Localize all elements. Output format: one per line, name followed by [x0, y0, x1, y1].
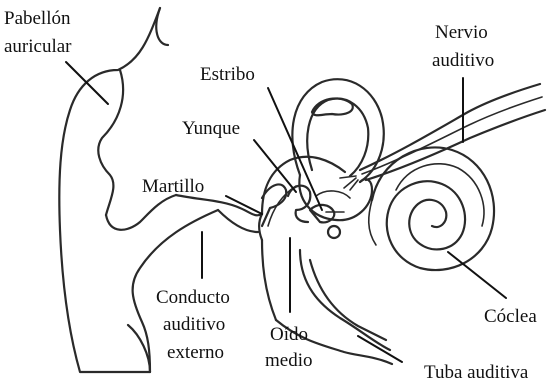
- label-nervio-line2: auditivo: [432, 50, 494, 71]
- label-pabellon-line1: Pabellón: [4, 8, 71, 29]
- label-tuba: Tuba auditiva: [424, 362, 529, 383]
- tympanic-cavity-lower: [262, 240, 276, 320]
- cochlea-base: [369, 200, 376, 245]
- nerve-branch-1: [340, 176, 356, 178]
- tympanic-inner-wall: [268, 186, 296, 226]
- cochlea-spiral: [372, 147, 494, 270]
- label-martillo: Martillo: [142, 176, 204, 197]
- cochlea-drawing: [369, 147, 494, 270]
- helix-inner: [98, 70, 123, 215]
- leader-coclea: [448, 252, 506, 298]
- nerve-lower: [366, 110, 545, 180]
- leader-tuba: [358, 336, 402, 362]
- label-nervio-line1: Nervio: [435, 22, 488, 43]
- pinna-outer-rim: [156, 8, 168, 45]
- auditory-nerve-drawing: [340, 84, 545, 190]
- label-conducto-line3: externo: [167, 342, 224, 363]
- label-pabellon-line2: auricular: [4, 36, 72, 57]
- label-conducto-line2: auditivo: [163, 314, 225, 335]
- label-oido-line2: medio: [265, 350, 313, 371]
- nerve-upper: [360, 84, 540, 170]
- semicircular-canals-drawing: [292, 79, 383, 220]
- nerve-branch-2: [344, 178, 356, 188]
- nerve-fibres: [362, 97, 542, 174]
- ear-canal-drawing: [176, 195, 262, 232]
- oval-window: [328, 226, 340, 238]
- middle-ear-drawing: [259, 157, 345, 320]
- label-coclea: Cóclea: [484, 306, 537, 327]
- leader-pabellon: [66, 62, 108, 104]
- label-yunque: Yunque: [182, 118, 240, 139]
- label-conducto-line1: Conducto: [156, 287, 230, 308]
- label-oido-line1: Oído: [270, 324, 308, 345]
- tube-inner-line: [310, 260, 386, 340]
- vestibule-inner: [316, 191, 350, 198]
- leader-lines: [66, 62, 506, 362]
- canal-inner: [307, 99, 368, 176]
- concha: [106, 195, 176, 230]
- label-estribo: Estribo: [200, 64, 255, 85]
